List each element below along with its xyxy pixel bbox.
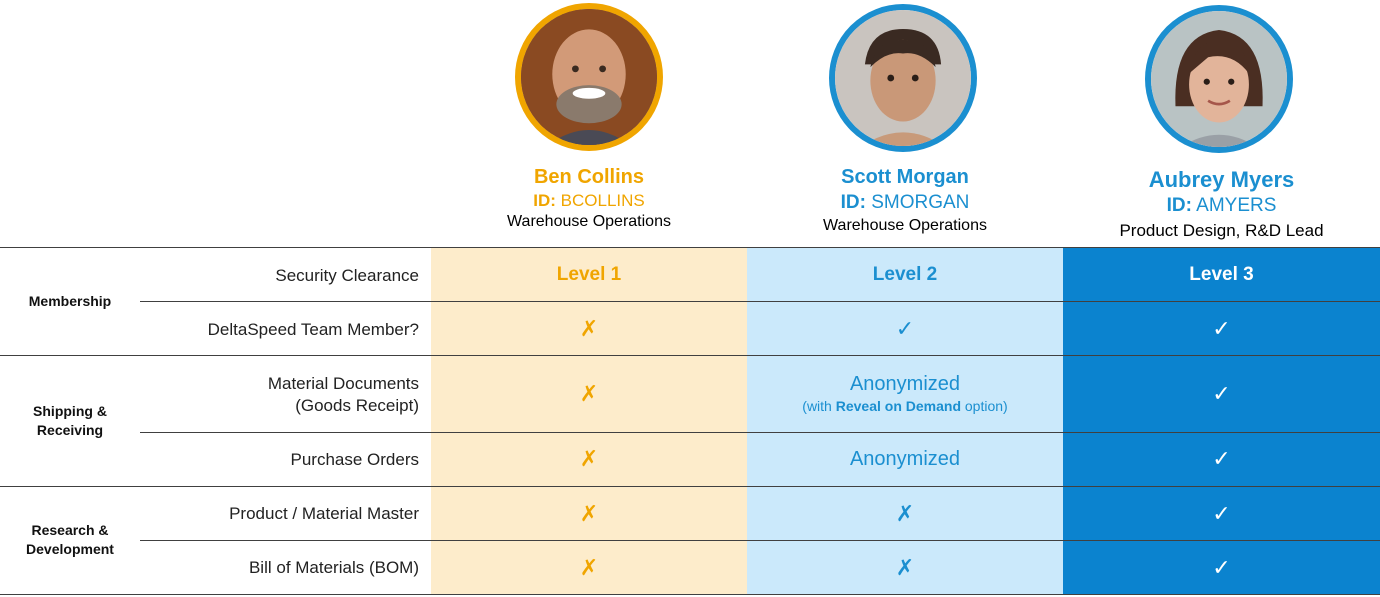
person-department: Warehouse Operations: [507, 213, 671, 230]
cell-anonymized: Anonymized (with Reveal on Demand option…: [747, 373, 1063, 414]
group-label-line: Shipping &: [33, 403, 107, 419]
check-mark-icon: ✓: [1212, 555, 1231, 580]
group-label-line: Development: [26, 541, 114, 557]
column-scott-background: [747, 248, 1063, 594]
person-department: Product Design, R&D Lead: [1119, 221, 1324, 240]
table-top-rule: [0, 247, 1380, 248]
group-label-line: Receiving: [36, 422, 104, 438]
group-label-line: Research &: [31, 522, 109, 538]
check-mark-icon: ✓: [1212, 501, 1231, 526]
id-value: SMORGAN: [871, 192, 970, 213]
group-divider: [0, 486, 1380, 487]
id-value: AMYERS: [1196, 195, 1277, 216]
check-mark-icon: ✓: [1212, 446, 1231, 471]
row-label-line: (Goods Receipt): [295, 396, 419, 415]
person-id: ID: BCOLLINS: [431, 191, 747, 211]
id-value: BCOLLINS: [560, 191, 645, 210]
row-divider: [140, 540, 1380, 541]
person-name: Scott Morgan: [841, 166, 969, 188]
row-label-material-documents: Material Documents (Goods Receipt): [268, 373, 419, 417]
person-photo-icon: [835, 10, 971, 146]
avatar: [515, 3, 663, 151]
group-divider: [0, 355, 1380, 356]
avatar: [1145, 5, 1293, 153]
person-name: Aubrey Myers: [1148, 167, 1295, 192]
column-ben-background: [431, 248, 747, 594]
cross-mark-icon: ✗: [579, 381, 599, 406]
group-label-membership: Membership: [0, 292, 140, 311]
row-label-bom: Bill of Materials (BOM): [248, 558, 419, 577]
row-label-purchase-orders: Purchase Orders: [290, 450, 420, 469]
cell-level: Level 1: [556, 264, 622, 285]
avatar: [829, 4, 977, 152]
check-mark-icon: ✓: [1212, 316, 1231, 341]
person-department: Warehouse Operations: [823, 217, 987, 234]
cross-mark-icon: ✗: [579, 555, 599, 580]
note-suffix: option): [961, 398, 1008, 414]
row-label-line: Material Documents: [267, 374, 419, 393]
row-label-security-clearance: Security Clearance: [275, 266, 419, 285]
person-ben-collins: Ben Collins ID: BCOLLINS Warehouse Opera…: [431, 0, 747, 248]
group-label-research-development: Research & Development: [0, 521, 140, 559]
cross-mark-icon: ✗: [579, 501, 599, 526]
anonymized-text: Anonymized: [849, 448, 961, 470]
person-id: ID: AMYERS: [1063, 195, 1380, 217]
check-mark-icon: ✓: [895, 316, 915, 341]
id-label: ID:: [1166, 195, 1192, 216]
cross-mark-icon: ✗: [895, 555, 915, 580]
cell-level: Level 2: [872, 264, 938, 285]
column-aubrey-background: [1063, 248, 1380, 594]
id-label: ID:: [840, 192, 866, 213]
person-photo-icon: [521, 9, 657, 145]
person-scott-morgan: Scott Morgan ID: SMORGAN Warehouse Opera…: [747, 0, 1063, 248]
cross-mark-icon: ✗: [895, 501, 915, 526]
note-prefix: (with: [802, 398, 836, 414]
row-divider: [140, 301, 1380, 302]
person-photo-icon: [1151, 11, 1287, 147]
table-bottom-rule: [0, 594, 1380, 595]
cell-level: Level 3: [1189, 264, 1254, 285]
person-id: ID: SMORGAN: [747, 192, 1063, 214]
row-label-product-master: Product / Material Master: [229, 504, 419, 523]
row-label-team-member: DeltaSpeed Team Member?: [207, 320, 419, 339]
anonymized-text: Anonymized: [849, 373, 961, 395]
group-label-line: Membership: [28, 293, 112, 309]
person-name: Ben Collins: [533, 166, 644, 188]
cross-mark-icon: ✗: [579, 446, 599, 471]
id-label: ID:: [533, 191, 556, 210]
cross-mark-icon: ✗: [579, 316, 599, 341]
note-bold: Reveal on Demand: [835, 398, 961, 414]
row-divider: [140, 432, 1380, 433]
reveal-on-demand-note: (with Reveal on Demand option): [747, 398, 1063, 414]
check-mark-icon: ✓: [1212, 381, 1231, 406]
person-aubrey-myers: Aubrey Myers ID: AMYERS Product Design, …: [1063, 0, 1380, 248]
group-label-shipping-receiving: Shipping & Receiving: [0, 402, 140, 440]
